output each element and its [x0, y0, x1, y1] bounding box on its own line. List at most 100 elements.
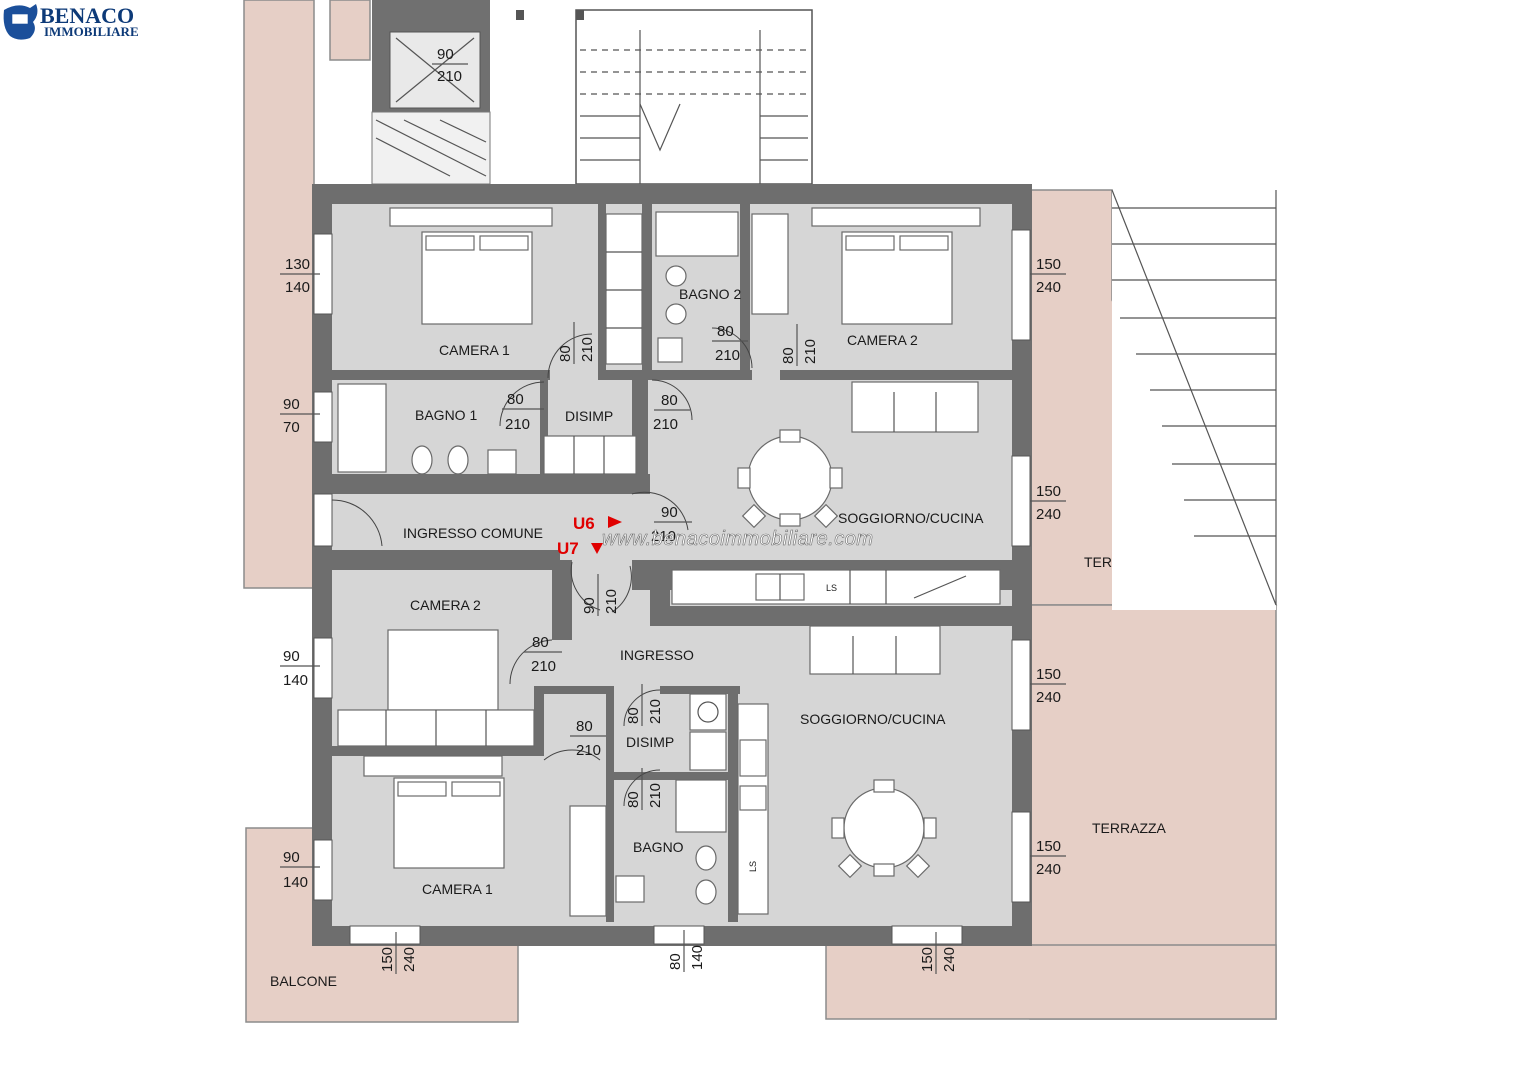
svg-text:210: 210	[802, 339, 819, 364]
stair-steps	[580, 30, 808, 184]
svg-text:150: 150	[379, 947, 396, 972]
furniture: LS LS	[337, 207, 1001, 917]
dim-top-door: 90 210	[432, 46, 468, 85]
svg-text:80: 80	[717, 323, 734, 340]
brand-subtitle: IMMOBILIARE	[44, 24, 139, 39]
svg-text:210: 210	[647, 783, 664, 808]
wardrobe-icon	[605, 213, 643, 365]
svg-text:210: 210	[437, 68, 462, 85]
room-label-u6-bagno-1: BAGNO 1	[415, 407, 477, 423]
room-label-u6-camera-1: CAMERA 1	[439, 342, 510, 358]
sofa-icon	[851, 381, 979, 433]
dim-window-right-1: 150 240	[1030, 256, 1066, 296]
svg-text:210: 210	[579, 337, 596, 362]
svg-text:210: 210	[651, 528, 676, 545]
svg-text:90: 90	[661, 504, 678, 521]
svg-text:140: 140	[283, 874, 308, 891]
sink-label: LS	[748, 861, 758, 872]
unit-u7-label: U7	[557, 539, 579, 558]
stair-hatch	[375, 119, 487, 177]
room-label-u7-camera-1: CAMERA 1	[422, 881, 493, 897]
svg-text:90: 90	[437, 46, 454, 63]
svg-text:240: 240	[401, 947, 418, 972]
dim-window-left-2: 90 70	[280, 396, 320, 436]
room-label-u7-soggiorno: SOGGIORNO/CUCINA	[800, 711, 946, 727]
dim-door-u7-entry: 90 210	[581, 574, 620, 616]
dim-window-right-3: 150 240	[1030, 666, 1066, 706]
room-label-u7-ingresso: INGRESSO	[620, 647, 694, 663]
svg-text:150: 150	[1036, 838, 1061, 855]
svg-text:90: 90	[283, 648, 300, 665]
bathtub-icon	[655, 211, 739, 257]
bidet-icon	[447, 445, 469, 475]
sofa-icon	[809, 625, 941, 675]
opening-dimensions: 90 210 130 140 90 70 90 140 90 140 150 2…	[280, 46, 1066, 974]
svg-text:210: 210	[653, 416, 678, 433]
bidet-icon	[665, 303, 687, 325]
svg-text:90: 90	[283, 849, 300, 866]
svg-text:80: 80	[532, 634, 549, 651]
wardrobe-icon	[569, 805, 607, 917]
bed-icon	[387, 629, 499, 711]
svg-text:150: 150	[1036, 483, 1061, 500]
svg-text:240: 240	[1036, 861, 1061, 878]
room-label-u6-bagno-2: BAGNO 2	[679, 286, 741, 302]
dim-window-right-2: 150 240	[1030, 483, 1066, 523]
svg-text:80: 80	[507, 391, 524, 408]
svg-text:130: 130	[285, 256, 310, 273]
dim-window-right-4: 150 240	[1030, 838, 1066, 878]
svg-text:140: 140	[689, 945, 706, 970]
left-terrace	[243, 0, 315, 589]
dim-door-u7-rip: 80 210	[625, 684, 664, 726]
dining-table-icon	[737, 429, 843, 529]
terrace-railing	[1111, 189, 1277, 610]
svg-text:150: 150	[1036, 666, 1061, 683]
svg-text:80: 80	[780, 347, 797, 364]
room-label-balcone: BALCONE	[270, 973, 337, 989]
svg-text:240: 240	[1036, 506, 1061, 523]
svg-text:80: 80	[625, 791, 642, 808]
dim-door-u7-disimp: 80 210	[570, 718, 606, 759]
svg-text:210: 210	[715, 347, 740, 364]
dim-door-u6-entry: 90 210	[651, 504, 692, 545]
dim-window-bottom-1: 150 240	[379, 932, 418, 974]
dining-table-icon	[831, 779, 937, 879]
dim-door-u7-camera2: 80 210	[524, 634, 562, 675]
svg-text:70: 70	[283, 419, 300, 436]
svg-text:90: 90	[581, 597, 598, 614]
dim-door-bagno2: 80 210	[712, 323, 748, 364]
brand-logo: BENACO IMMOBILIARE	[3, 3, 139, 40]
svg-text:210: 210	[576, 742, 601, 759]
terrazza-bottom	[825, 944, 1277, 1020]
dim-door-camera1: 80 210	[557, 322, 596, 364]
svg-text:240: 240	[1036, 279, 1061, 296]
stair-core	[371, 0, 813, 185]
room-label-u7-bagno: BAGNO	[633, 839, 684, 855]
svg-text:150: 150	[919, 947, 936, 972]
room-label-ingresso-comune: INGRESSO COMUNE	[403, 525, 543, 541]
svg-text:80: 80	[557, 345, 574, 362]
room-label-u6-soggiorno: SOGGIORNO/CUCINA	[838, 510, 984, 526]
door-swings	[331, 327, 753, 807]
kitchen-counter-icon	[671, 569, 1001, 605]
room-label-terrazza-2: TERRAZZA	[1092, 820, 1167, 836]
room-label-u7-camera-2: CAMERA 2	[410, 597, 481, 613]
sink-label: LS	[826, 583, 837, 593]
svg-text:210: 210	[505, 416, 530, 433]
svg-text:140: 140	[285, 279, 310, 296]
arrow-right-icon	[608, 516, 622, 528]
svg-text:210: 210	[647, 699, 664, 724]
watermark-text: www.benacoimmobiliare.com	[602, 528, 873, 550]
dim-door-camera2: 80 210	[780, 324, 819, 366]
dim-window-bottom-3: 150 240	[919, 932, 958, 974]
svg-text:80: 80	[667, 953, 684, 970]
washing-machine-icon	[689, 693, 727, 731]
bidet-icon	[695, 845, 717, 871]
logo-badge	[11, 13, 29, 25]
top-left-strip	[329, 0, 371, 61]
sink-icon	[739, 785, 767, 811]
svg-text:240: 240	[1036, 689, 1061, 706]
dim-window-left-4: 90 140	[280, 849, 320, 891]
dim-window-left-1: 130 140	[280, 256, 320, 296]
